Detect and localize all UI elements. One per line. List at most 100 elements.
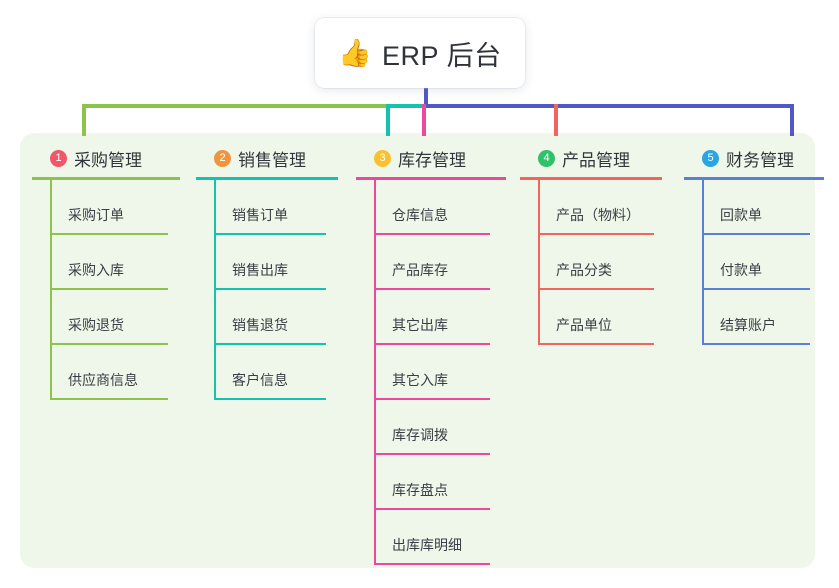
root-node[interactable]: 👍 ERP 后台 (315, 18, 525, 88)
root-title: ERP 后台 (382, 40, 502, 71)
leaf-node[interactable]: 采购退货 (50, 290, 180, 345)
drop-connector-4 (554, 104, 558, 136)
leaf-underline (702, 343, 810, 345)
leaf-label: 产品（物料） (556, 207, 640, 223)
leaf-node[interactable]: 回款单 (702, 180, 824, 235)
leaf-node[interactable]: 产品分类 (538, 235, 662, 290)
leaf-label: 采购订单 (68, 207, 124, 223)
leaf-underline (50, 343, 168, 345)
leaf-label: 产品库存 (392, 262, 448, 278)
leaf-underline (214, 343, 326, 345)
leaf-label: 客户信息 (232, 372, 288, 388)
leaf-underline (374, 343, 490, 345)
leaf-label: 出库库明细 (392, 537, 462, 553)
leaf-label: 供应商信息 (68, 372, 138, 388)
branch-title: 库存管理 (398, 150, 466, 170)
branch-underline (196, 177, 338, 180)
diagram-background-panel (20, 133, 815, 568)
leaf-underline (374, 233, 490, 235)
branch-title: 财务管理 (726, 150, 794, 170)
leaf-label: 其它出库 (392, 317, 448, 333)
leaf-node[interactable]: 结算账户 (702, 290, 824, 345)
branch-header-5[interactable]: 5 财务管理 (684, 145, 824, 171)
leaf-label: 结算账户 (720, 317, 776, 333)
branch-title: 产品管理 (562, 150, 630, 170)
leaf-label: 销售退货 (232, 317, 288, 333)
branch-title: 销售管理 (238, 150, 306, 170)
leaf-node[interactable]: 产品（物料） (538, 180, 662, 235)
drop-connector-5 (790, 104, 794, 136)
leaf-node[interactable]: 产品单位 (538, 290, 662, 345)
leaf-underline (374, 508, 490, 510)
branch-column-1: 1 采购管理采购订单采购入库采购退货供应商信息 (32, 145, 180, 400)
leaf-node[interactable]: 采购订单 (50, 180, 180, 235)
thumbs-up-icon: 👍 (338, 37, 373, 68)
leaf-underline (374, 398, 490, 400)
branch-items: 仓库信息产品库存其它出库其它入库库存调拨库存盘点出库库明细 (356, 180, 506, 565)
leaf-underline (214, 233, 326, 235)
branch-items: 产品（物料） 产品分类产品单位 (520, 180, 662, 345)
branch-items: 采购订单采购入库采购退货供应商信息 (32, 180, 180, 400)
leaf-node[interactable]: 其它出库 (374, 290, 506, 345)
leaf-label: 仓库信息 (392, 207, 448, 223)
branch-number-badge: 3 (374, 149, 391, 167)
leaf-node[interactable]: 销售出库 (214, 235, 338, 290)
branch-items: 回款单付款单结算账户 (684, 180, 824, 345)
leaf-node[interactable]: 销售退货 (214, 290, 338, 345)
branch-column-4: 4 产品管理产品（物料） 产品分类产品单位 (520, 145, 662, 345)
leaf-label: 其它入库 (392, 372, 448, 388)
drop-connector-1 (82, 104, 86, 136)
branch-number-badge: 1 (50, 149, 67, 167)
branch-spine (538, 180, 540, 345)
branch-number-badge: 2 (214, 149, 231, 167)
leaf-label: 销售出库 (232, 262, 288, 278)
leaf-node[interactable]: 出库库明细 (374, 510, 506, 565)
leaf-label: 采购退货 (68, 317, 124, 333)
branch-underline (520, 177, 662, 180)
branch-header-2[interactable]: 2 销售管理 (196, 145, 338, 171)
leaf-node[interactable]: 客户信息 (214, 345, 338, 400)
trunk-connector (424, 88, 428, 108)
leaf-underline (538, 288, 654, 290)
bus-connector-green (82, 104, 388, 108)
leaf-underline (374, 453, 490, 455)
leaf-label: 库存调拨 (392, 427, 448, 443)
branch-number-badge: 4 (538, 149, 555, 167)
leaf-node[interactable]: 库存盘点 (374, 455, 506, 510)
branch-title: 采购管理 (74, 150, 142, 170)
leaf-node[interactable]: 供应商信息 (50, 345, 180, 400)
leaf-node[interactable]: 付款单 (702, 235, 824, 290)
leaf-underline (538, 233, 654, 235)
bus-connector-blue (422, 104, 794, 108)
leaf-label: 产品单位 (556, 317, 612, 333)
leaf-underline (374, 288, 490, 290)
drop-connector-2 (386, 104, 390, 136)
leaf-underline (50, 288, 168, 290)
branch-number-badge: 5 (702, 149, 719, 167)
branch-underline (356, 177, 506, 180)
leaf-label: 付款单 (720, 262, 762, 278)
leaf-node[interactable]: 采购入库 (50, 235, 180, 290)
leaf-node[interactable]: 销售订单 (214, 180, 338, 235)
leaf-underline (374, 563, 490, 565)
branch-underline (32, 177, 180, 180)
leaf-underline (50, 233, 168, 235)
leaf-node[interactable]: 产品库存 (374, 235, 506, 290)
leaf-label: 回款单 (720, 207, 762, 223)
branch-column-3: 3 库存管理仓库信息产品库存其它出库其它入库库存调拨库存盘点出库库明细 (356, 145, 506, 565)
leaf-label: 库存盘点 (392, 482, 448, 498)
leaf-label: 销售订单 (232, 207, 288, 223)
branch-column-2: 2 销售管理销售订单销售出库销售退货客户信息 (196, 145, 338, 400)
leaf-label: 采购入库 (68, 262, 124, 278)
branch-underline (684, 177, 824, 180)
branch-spine (214, 180, 216, 400)
leaf-node[interactable]: 库存调拨 (374, 400, 506, 455)
leaf-node[interactable]: 其它入库 (374, 345, 506, 400)
branch-header-1[interactable]: 1 采购管理 (32, 145, 180, 171)
leaf-label: 产品分类 (556, 262, 612, 278)
branch-header-3[interactable]: 3 库存管理 (356, 145, 506, 171)
leaf-node[interactable]: 仓库信息 (374, 180, 506, 235)
branch-header-4[interactable]: 4 产品管理 (520, 145, 662, 171)
drop-connector-3 (422, 104, 426, 136)
